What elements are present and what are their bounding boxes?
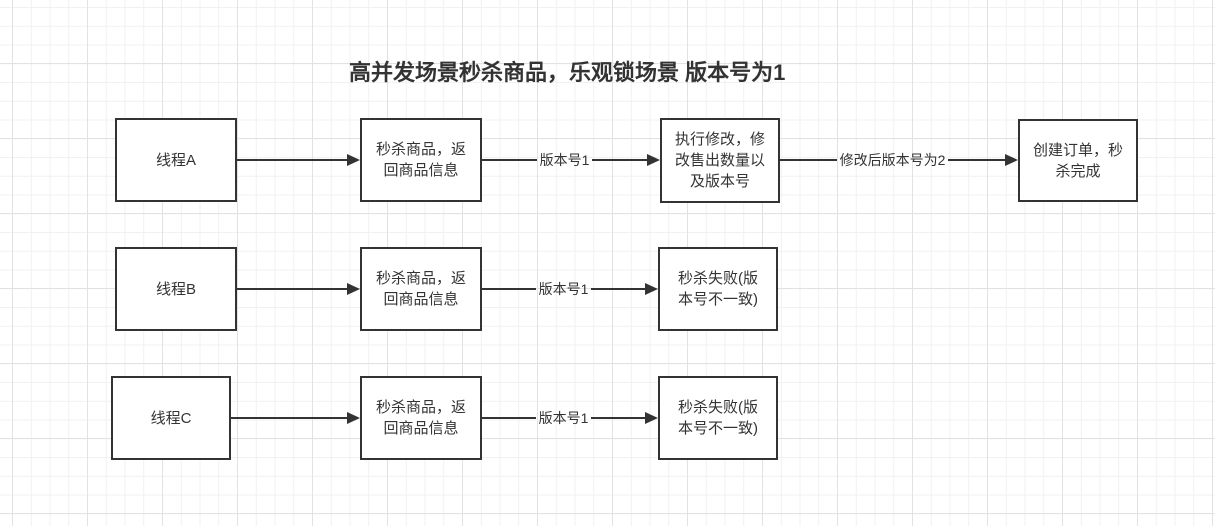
node-thread-a[interactable]: 线程A [115,118,237,202]
edge-label-version1-a: 版本号1 [539,152,590,168]
node-seckill-return-c-label: 秒杀商品，返 回商品信息 [375,399,466,437]
arrow-thread-a-to-seckill [237,152,360,168]
arrowhead-icon [347,283,360,295]
arrowhead-icon [645,283,659,295]
node-thread-a-label: 线程A [155,151,196,169]
node-create-order-label: 创建订单，秒 杀完成 [1032,141,1123,180]
node-thread-b[interactable]: 线程B [115,247,237,331]
diagram-title: 高并发场景秒杀商品，乐观锁场景 版本号为1 [349,60,786,85]
arrowhead-icon [347,412,360,424]
arrow-line [237,159,347,161]
arrowhead-icon [645,412,659,424]
arrow-line [591,288,646,290]
node-seckill-fail-b-label: 秒杀失败(版 本号不一致) [678,270,758,308]
arrow-line [591,417,646,419]
arrow-line [948,159,1006,161]
node-seckill-return-c[interactable]: 秒杀商品，返 回商品信息 [360,376,482,460]
arrow-version1-a: 版本号1 [482,152,661,168]
arrow-line [482,288,536,290]
arrow-version2: 修改后版本号为2 [780,152,1019,168]
node-execute-modify[interactable]: 执行修改，修 改售出数量以 及版本号 [660,118,780,203]
arrow-thread-b-to-seckill [237,281,360,297]
arrow-thread-c-to-seckill [231,410,360,426]
node-thread-c[interactable]: 线程C [111,376,231,460]
edge-label-version1-c: 版本号1 [538,410,589,426]
arrow-line [780,159,837,161]
node-seckill-fail-c[interactable]: 秒杀失败(版 本号不一致) [658,376,778,460]
node-seckill-return-b[interactable]: 秒杀商品，返 回商品信息 [360,247,482,331]
arrowhead-icon [347,154,360,166]
arrow-line [482,159,537,161]
node-seckill-return-a-label: 秒杀商品，返 回商品信息 [375,141,466,179]
node-execute-modify-label: 执行修改，修 改售出数量以 及版本号 [674,131,765,190]
arrow-version1-b: 版本号1 [482,281,659,297]
arrow-line [231,417,347,419]
arrow-line [592,159,648,161]
arrow-line [482,417,536,419]
arrow-line [237,288,347,290]
node-seckill-return-a[interactable]: 秒杀商品，返 回商品信息 [360,118,482,202]
node-seckill-return-b-label: 秒杀商品，返 回商品信息 [375,270,466,308]
node-thread-c-label: 线程C [150,409,192,427]
edge-label-version2: 修改后版本号为2 [839,152,946,168]
arrowhead-icon [647,154,661,166]
node-seckill-fail-c-label: 秒杀失败(版 本号不一致) [678,399,758,437]
arrow-version1-c: 版本号1 [482,410,659,426]
node-seckill-fail-b[interactable]: 秒杀失败(版 本号不一致) [658,247,778,331]
edge-label-version1-b: 版本号1 [538,281,589,297]
arrowhead-icon [1005,154,1019,166]
node-thread-b-label: 线程B [155,280,196,298]
node-create-order[interactable]: 创建订单，秒 杀完成 [1018,119,1138,202]
